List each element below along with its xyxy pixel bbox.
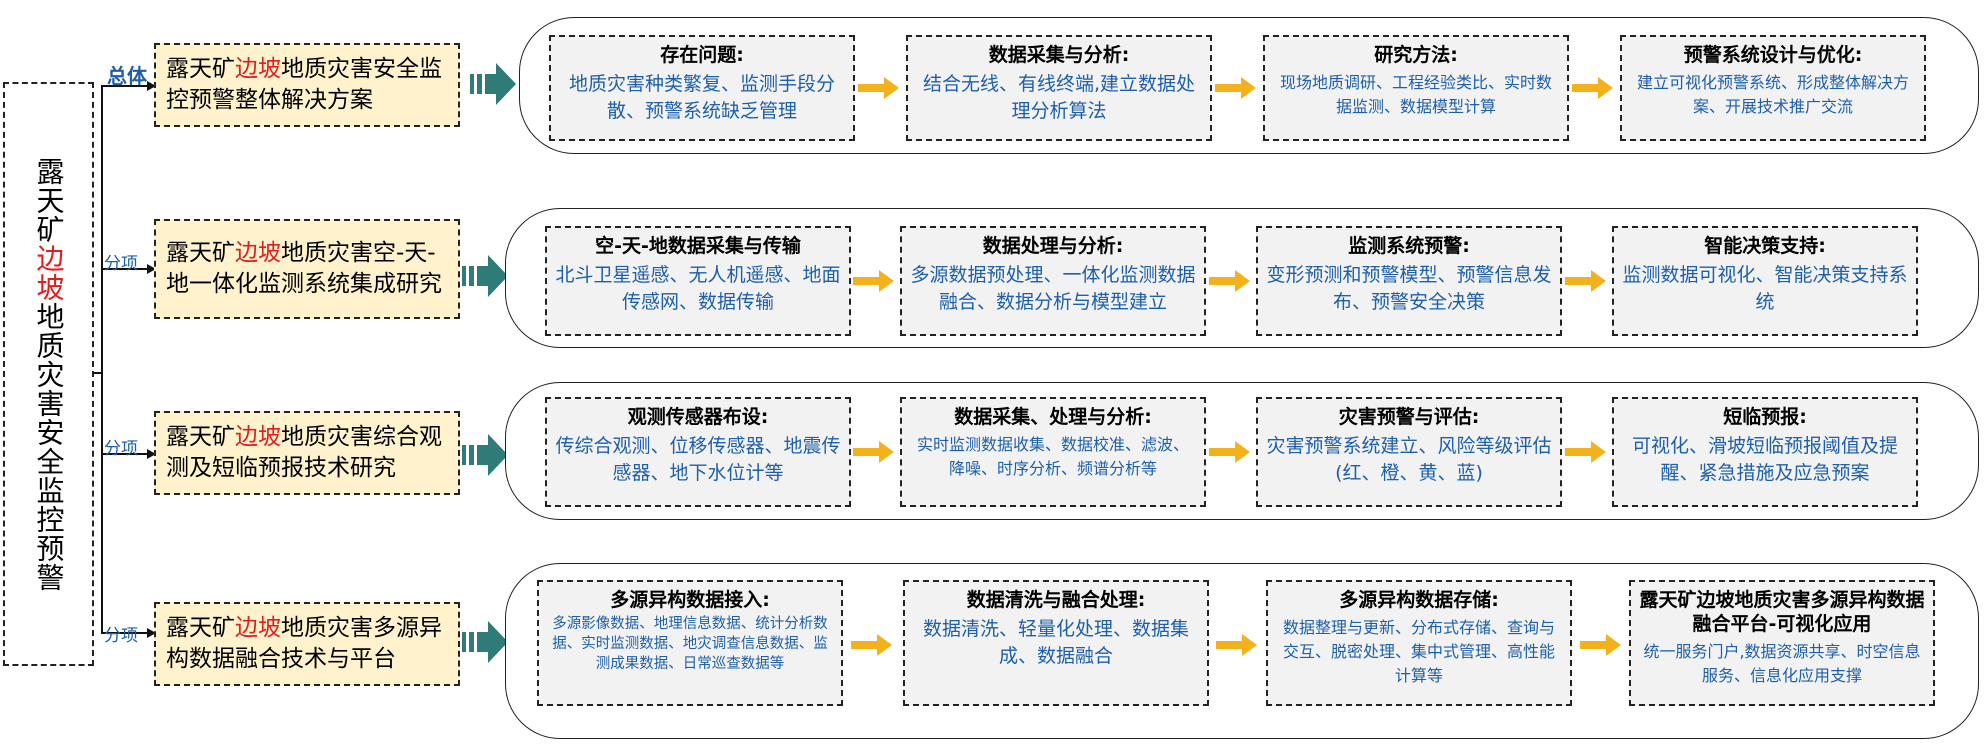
task-text-2: 露天矿边坡地质灾害空-天-地一体化监测系统集成研究 bbox=[166, 240, 442, 297]
task-box-1: 露天矿边坡地质灾害安全监控预警整体解决方案 bbox=[154, 43, 460, 127]
stage-1-2: 数据采集与分析: 结合无线、有线终端,建立数据处理分析算法 bbox=[906, 35, 1212, 141]
task-box-4: 露天矿边坡地质灾害多源异构数据融合技术与平台 bbox=[154, 602, 460, 686]
stage-title: 监测系统预警: bbox=[1348, 235, 1470, 257]
stage-title: 存在问题: bbox=[660, 44, 744, 66]
stage-body: 结合无线、有线终端,建立数据处理分析算法 bbox=[922, 73, 1196, 122]
teal-arrow-1 bbox=[470, 63, 516, 105]
main-title: 露天矿边坡地质灾害安全监控预警 bbox=[32, 156, 66, 592]
main-title-box: 露天矿边坡地质灾害安全监控预警 bbox=[3, 82, 94, 666]
task-text-3: 露天矿边坡地质灾害综合观测及短临预报技术研究 bbox=[166, 424, 442, 481]
stage-body: 可视化、滑坡短临预报阈值及提醒、紧急措施及应急预案 bbox=[1631, 435, 1898, 484]
branch-tag-4: 分项 bbox=[104, 626, 138, 646]
stage-title: 灾害预警与评估: bbox=[1338, 406, 1480, 428]
stage-title: 多源异构数据接入: bbox=[610, 589, 770, 611]
stage-4-1: 多源异构数据接入: 多源影像数据、地理信息数据、统计分析数据、实时监测数据、地灾… bbox=[537, 580, 843, 706]
stage-3-4: 短临预报: 可视化、滑坡短临预报阈值及提醒、紧急措施及应急预案 bbox=[1612, 397, 1918, 507]
stage-body: 多源影像数据、地理信息数据、统计分析数据、实时监测数据、地灾调查信息数据、监测成… bbox=[552, 616, 828, 672]
stage-1-3: 研究方法: 现场地质调研、工程经验类比、实时数据监测、数据模型计算 bbox=[1263, 35, 1569, 141]
flow-arrow-2-3 bbox=[1565, 270, 1606, 292]
stage-body: 灾害预警系统建立、风险等级评估(红、橙、黄、蓝) bbox=[1266, 435, 1552, 484]
trunk-line bbox=[101, 86, 103, 632]
stage-3-3: 灾害预警与评估: 灾害预警系统建立、风险等级评估(红、橙、黄、蓝) bbox=[1256, 397, 1562, 507]
stage-title: 数据采集与分析: bbox=[988, 44, 1130, 66]
stage-body: 北斗卫星遥感、无人机遥感、地面传感网、数据传输 bbox=[555, 264, 841, 313]
stage-body: 传综合观测、位移传感器、地震传感器、地下水位计等 bbox=[555, 435, 841, 484]
flow-arrow-1-2 bbox=[1215, 77, 1256, 99]
flow-arrow-3-3 bbox=[1565, 441, 1606, 463]
flow-arrow-3-2 bbox=[1209, 441, 1250, 463]
stage-body: 地质灾害种类繁复、监测手段分散、预警系统缺乏管理 bbox=[568, 73, 835, 122]
flow-arrow-2-1 bbox=[853, 270, 894, 292]
branch-tag-3: 分项 bbox=[104, 439, 138, 459]
branch-line-4 bbox=[101, 632, 151, 634]
branch-line-2 bbox=[101, 268, 151, 270]
stage-title: 露天矿边坡地质灾害多源异构数据融合平台-可视化应用 bbox=[1639, 589, 1925, 635]
stage-1-4: 预警系统设计与优化: 建立可视化预警系统、形成整体解决方案、开展技术推广交流 bbox=[1620, 35, 1926, 141]
flow-arrow-4-3 bbox=[1580, 634, 1621, 656]
stage-title: 智能决策支持: bbox=[1704, 235, 1826, 257]
stage-body: 建立可视化预警系统、形成整体解决方案、开展技术推广交流 bbox=[1636, 73, 1909, 116]
teal-arrow-3 bbox=[462, 434, 508, 476]
stage-body: 数据整理与更新、分布式存储、查询与交互、脱密处理、集中式管理、高性能计算等 bbox=[1282, 618, 1555, 685]
stage-body: 现场地质调研、工程经验类比、实时数据监测、数据模型计算 bbox=[1279, 73, 1552, 116]
flow-arrow-1-1 bbox=[858, 77, 899, 99]
stage-2-2: 数据处理与分析: 多源数据预处理、一体化监测数据融合、数据分析与模型建立 bbox=[900, 226, 1206, 336]
stage-title: 短临预报: bbox=[1723, 406, 1807, 428]
branch-arrowhead-2 bbox=[147, 264, 156, 274]
stage-body: 实时监测数据收集、数据校准、滤波、降噪、时序分析、频谱分析等 bbox=[916, 435, 1189, 478]
stage-title: 空-天-地数据采集与传输 bbox=[595, 235, 801, 257]
trunk-stub bbox=[94, 372, 102, 374]
branch-tag-1: 总体 bbox=[107, 64, 147, 88]
stage-title: 预警系统设计与优化: bbox=[1683, 44, 1863, 66]
flow-arrow-4-2 bbox=[1216, 634, 1257, 656]
flow-arrow-3-1 bbox=[853, 441, 894, 463]
flow-arrow-2-2 bbox=[1209, 270, 1250, 292]
stage-title: 数据处理与分析: bbox=[982, 235, 1124, 257]
task-box-2: 露天矿边坡地质灾害空-天-地一体化监测系统集成研究 bbox=[154, 219, 460, 319]
stage-4-2: 数据清洗与融合处理: 数据清洗、轻量化处理、数据集成、数据融合 bbox=[903, 580, 1209, 706]
stage-body: 监测数据可视化、智能决策支持系统 bbox=[1622, 264, 1908, 313]
branch-arrowhead-1 bbox=[147, 81, 156, 91]
stage-body: 数据清洗、轻量化处理、数据集成、数据融合 bbox=[922, 618, 1189, 667]
task-text-1: 露天矿边坡地质灾害安全监控预警整体解决方案 bbox=[166, 56, 442, 113]
stage-title: 多源异构数据存储: bbox=[1339, 589, 1499, 611]
branch-arrowhead-4 bbox=[147, 628, 156, 638]
task-text-4: 露天矿边坡地质灾害多源异构数据融合技术与平台 bbox=[166, 615, 442, 672]
branch-line-3 bbox=[101, 453, 151, 455]
stage-title: 研究方法: bbox=[1374, 44, 1458, 66]
stage-body: 变形预测和预警模型、预警信息发布、预警安全决策 bbox=[1266, 264, 1552, 313]
stage-4-4: 露天矿边坡地质灾害多源异构数据融合平台-可视化应用 统一服务门户,数据资源共享、… bbox=[1629, 580, 1935, 706]
task-box-3: 露天矿边坡地质灾害综合观测及短临预报技术研究 bbox=[154, 411, 460, 495]
stage-2-1: 空-天-地数据采集与传输 北斗卫星遥感、无人机遥感、地面传感网、数据传输 bbox=[545, 226, 851, 336]
stage-3-2: 数据采集、处理与分析: 实时监测数据收集、数据校准、滤波、降噪、时序分析、频谱分… bbox=[900, 397, 1206, 507]
stage-title: 观测传感器布设: bbox=[627, 406, 769, 428]
flow-arrow-4-1 bbox=[851, 634, 892, 656]
stage-body: 统一服务门户,数据资源共享、时空信息服务、信息化应用支撑 bbox=[1643, 642, 1921, 685]
flow-arrow-1-3 bbox=[1572, 77, 1613, 99]
stage-2-4: 智能决策支持: 监测数据可视化、智能决策支持系统 bbox=[1612, 226, 1918, 336]
stage-title: 数据采集、处理与分析: bbox=[954, 406, 1152, 428]
stage-body: 多源数据预处理、一体化监测数据融合、数据分析与模型建立 bbox=[910, 264, 1196, 313]
stage-4-3: 多源异构数据存储: 数据整理与更新、分布式存储、查询与交互、脱密处理、集中式管理… bbox=[1266, 580, 1572, 706]
stage-3-1: 观测传感器布设: 传综合观测、位移传感器、地震传感器、地下水位计等 bbox=[545, 397, 851, 507]
branch-line-1 bbox=[101, 85, 151, 87]
branch-tag-2: 分项 bbox=[104, 254, 138, 274]
teal-arrow-4 bbox=[462, 621, 508, 663]
stage-1-1: 存在问题: 地质灾害种类繁复、监测手段分散、预警系统缺乏管理 bbox=[549, 35, 855, 141]
branch-arrowhead-3 bbox=[147, 449, 156, 459]
teal-arrow-2 bbox=[462, 255, 508, 297]
stage-2-3: 监测系统预警: 变形预测和预警模型、预警信息发布、预警安全决策 bbox=[1256, 226, 1562, 336]
stage-title: 数据清洗与融合处理: bbox=[966, 589, 1146, 611]
